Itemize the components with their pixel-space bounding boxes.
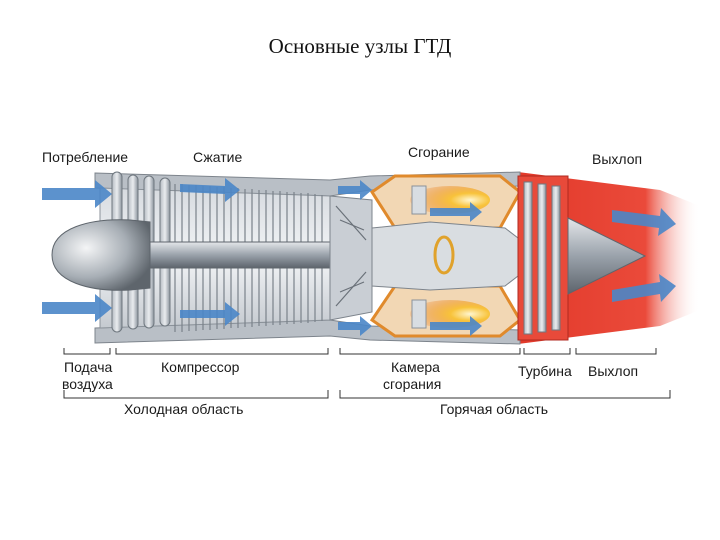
diffuser-frame — [329, 195, 373, 321]
label-combustor-1: Камера — [391, 359, 440, 375]
airflow-arrows — [42, 178, 676, 336]
label-compressor: Компрессор — [161, 359, 240, 375]
label-exhaust-section: Выхлоп — [588, 363, 638, 379]
label-compression: Сжатие — [193, 149, 242, 165]
label-cold-region: Холодная область — [124, 401, 243, 417]
label-combustor-2: сгорания — [383, 376, 441, 392]
diffuser-struts — [335, 205, 367, 307]
section-brackets — [63, 348, 671, 399]
label-combustion: Сгорание — [408, 144, 470, 160]
turbine-section — [517, 175, 569, 341]
combustor-top — [369, 174, 522, 230]
rotation-indicator — [433, 235, 455, 275]
label-air-intake-2: воздуха — [62, 376, 113, 392]
nose-spinner — [51, 219, 151, 291]
label-turbine: Турбина — [518, 363, 572, 379]
page-title: Основные узлы ГТД — [268, 34, 452, 58]
exhaust-cone — [567, 217, 647, 295]
label-exhaust-top: Выхлоп — [592, 151, 642, 167]
label-hot-region: Горячая область — [440, 401, 548, 417]
label-intake: Потребление — [42, 149, 128, 165]
core-housing — [371, 221, 519, 291]
label-air-intake-1: Подача — [64, 359, 112, 375]
